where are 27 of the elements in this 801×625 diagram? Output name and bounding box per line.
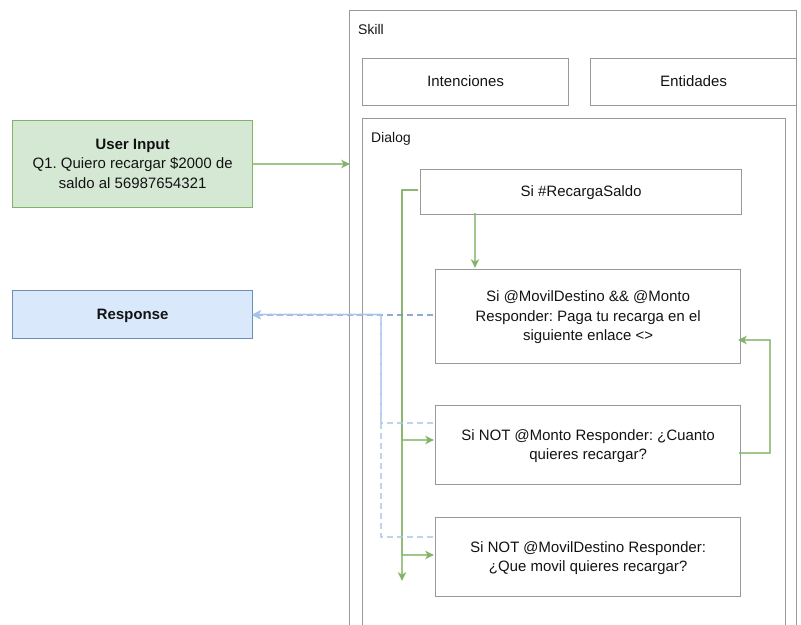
dialog-node-box: [420, 169, 742, 215]
box-title: User Input: [95, 134, 170, 154]
box-text: Response: [96, 304, 168, 324]
box-text: Entidades: [660, 72, 727, 92]
box-text: Si NOT @Monto Responder: ¿Cuanto quieres recargar?: [460, 426, 716, 464]
arrow: [253, 160, 350, 168]
box-text: Si #RecargaSaldo: [520, 182, 642, 202]
box-text: Intenciones: [427, 72, 504, 92]
dashed-arrow: [252, 310, 433, 538]
arrow: [738, 336, 771, 454]
arrow: [470, 213, 480, 268]
panel-title: Skill: [358, 21, 384, 37]
process-box: [590, 58, 797, 106]
process-box: [362, 58, 569, 106]
dialog-node-box: [435, 269, 741, 364]
panel-title: Dialog: [371, 129, 411, 145]
box-text: Si @MovilDestino && @Monto Responder: Paga tu recarga en el siguiente enlace <>: [474, 287, 702, 346]
dashed-arrow: [252, 310, 433, 320]
box-text: Q1. Quiero recargar $2000 de saldo al 56987654321: [31, 154, 234, 194]
arrow: [398, 189, 418, 581]
dialog-node-box: [435, 405, 741, 485]
dialog-panel: [362, 118, 786, 625]
skill-panel: [349, 10, 797, 625]
dialog-node-box: [435, 517, 741, 597]
box-text: Si NOT @MovilDestino Responder: ¿Que movil quieres recargar?: [469, 538, 707, 576]
response-box: [12, 290, 253, 339]
input-box: [12, 120, 253, 208]
